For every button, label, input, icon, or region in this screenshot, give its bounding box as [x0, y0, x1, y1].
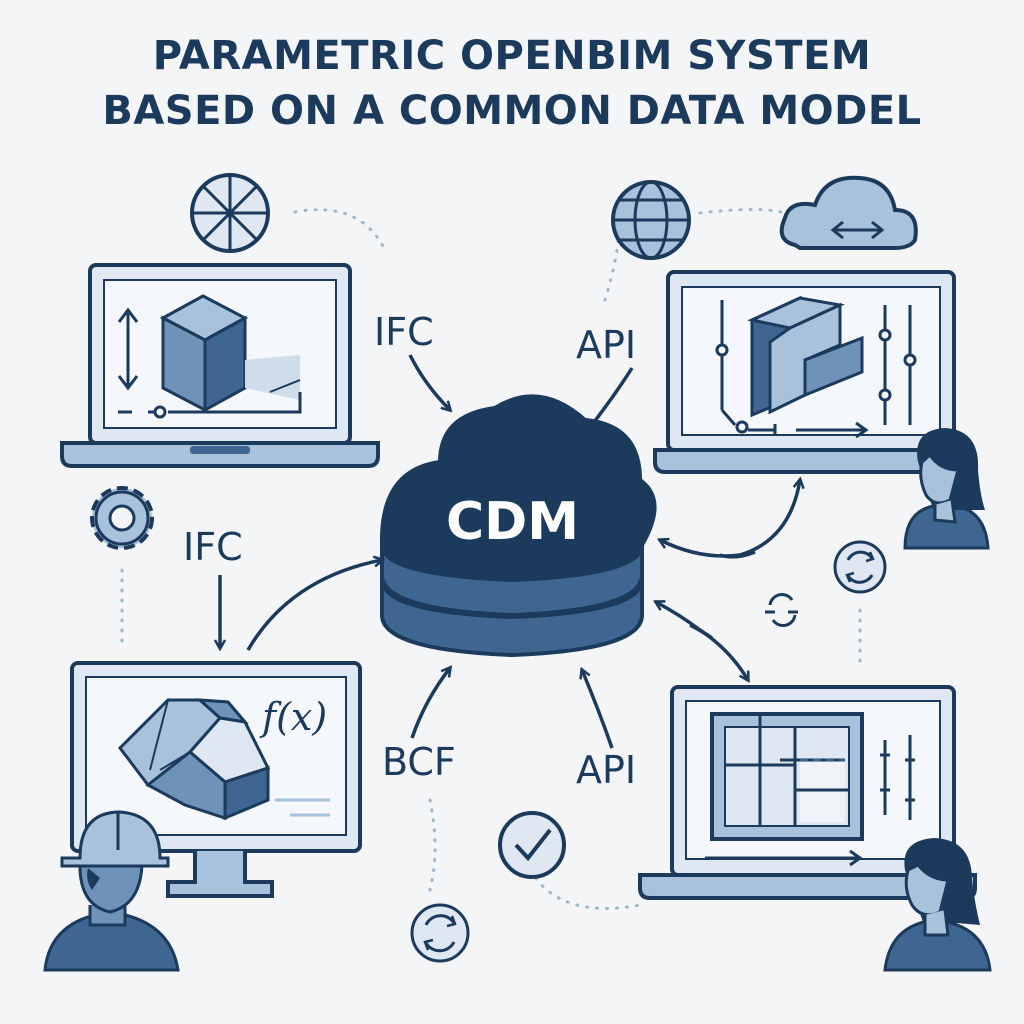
laptop-top-left: [60, 263, 380, 468]
cloud-sync-icon: [779, 175, 918, 250]
label-bcf: BCF: [382, 740, 456, 784]
arrow-bcf: [410, 668, 450, 739]
check-icon: [498, 811, 566, 879]
dotted-link-top-right: [698, 207, 792, 217]
label-api-bottom: API: [576, 748, 637, 792]
arrow-right-to-laptop: [739, 480, 800, 557]
dotted-link-bottom: [428, 798, 437, 892]
refresh-bottom-icon: [410, 903, 470, 963]
dotted-link-top-left: [293, 208, 387, 252]
sync-icon: [765, 593, 798, 627]
label-api-top: API: [576, 323, 637, 367]
refresh-icon: [833, 540, 887, 594]
person-woman-bottom-right: [883, 838, 992, 972]
arrow-api-bottom: [582, 670, 614, 749]
laptop-bottom-right: [638, 685, 977, 900]
formula-label: f(x): [262, 695, 328, 739]
title-line-2: BASED ON A COMMON DATA MODEL: [102, 88, 922, 134]
person-worker-bottom-left: [43, 810, 180, 972]
arrow-top-left: [408, 354, 450, 410]
monitor-bottom-left: [70, 661, 362, 898]
cdm-cloud-database: [379, 394, 657, 658]
person-woman-top-right: [903, 428, 990, 550]
label-ifc-top: IFC: [374, 310, 434, 354]
arrow-monitor-to-cdm: [246, 560, 382, 651]
label-ifc-left: IFC: [183, 525, 243, 569]
arrow-bottom-right-to-laptop: [699, 628, 748, 680]
title-line-1: PARAMETRIC OPENBIM SYSTEM: [152, 33, 872, 79]
laptop-top-right: [653, 270, 967, 474]
dotted-link-bottom-mid: [528, 868, 642, 910]
gear-icon: [90, 486, 154, 550]
cdm-label: CDM: [445, 492, 580, 552]
dotted-link-right-upper: [603, 228, 620, 302]
arrow-top-right: [588, 367, 634, 430]
arrow-right-to-cdm: [660, 540, 741, 558]
globe-icon: [611, 180, 691, 260]
wheel-icon: [190, 173, 270, 253]
